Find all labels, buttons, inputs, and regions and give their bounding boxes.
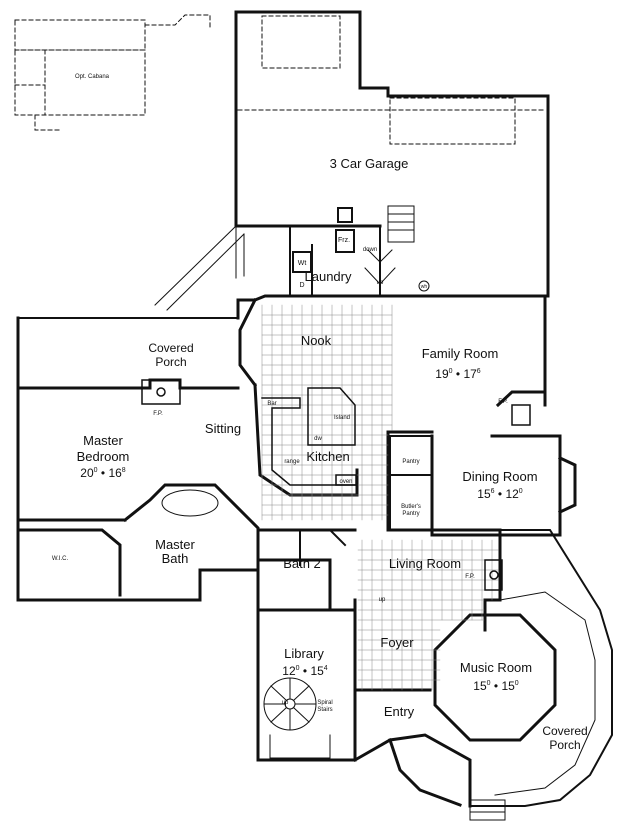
music-room-dims: 150 • 150	[473, 679, 519, 693]
family-room-label: Family Room	[422, 346, 499, 361]
oven-label: oven	[339, 479, 352, 485]
butlers-pantry-label-1: Butler's	[401, 504, 421, 510]
nook-label: Nook	[301, 333, 332, 348]
covered-porch-left-label-2: Porch	[155, 355, 186, 369]
covered-porch-right-label-1: Covered	[542, 724, 587, 738]
spiral-stairs-drawing	[263, 677, 331, 759]
bar-label: Bar	[267, 401, 276, 407]
garage-walls	[234, 10, 550, 298]
pantry-label: Pantry	[402, 459, 419, 465]
dryer-label: D	[299, 282, 304, 289]
water-heater	[418, 280, 430, 292]
wic-label: W.I.C.	[52, 556, 69, 562]
sitting-label: Sitting	[205, 421, 241, 436]
master-tub	[161, 489, 219, 517]
freezer-label: Frz.	[338, 237, 350, 244]
kitchen-label: Kitchen	[306, 449, 349, 464]
opt-cabana-outline	[14, 14, 211, 131]
island-label: Island	[334, 415, 350, 421]
garage-label: 3 Car Garage	[330, 156, 409, 171]
porch-stair	[154, 225, 245, 311]
foyer-label: Foyer	[380, 635, 414, 650]
covered-porch-left-label-1: Covered	[148, 341, 193, 355]
spiral-up-label: up	[282, 700, 289, 706]
master-bedroom-dims: 200 • 168	[80, 466, 126, 480]
family-room-dims: 190 • 176	[435, 367, 481, 381]
opt-cabana-label: Opt. Cabana	[75, 74, 110, 80]
dining-room-dims: 156 • 120	[477, 487, 523, 501]
fireplaces	[141, 379, 531, 591]
entry-steps	[469, 799, 506, 821]
dining-room-label: Dining Room	[462, 469, 537, 484]
laundry-label: Laundry	[305, 269, 352, 284]
butlers-pantry-label-2: Pantry	[402, 511, 419, 517]
master-bath-label-1: Master	[155, 537, 195, 552]
up-label-2: up	[379, 597, 386, 603]
spiral-stairs-label-2: Stairs	[317, 707, 332, 713]
fireplace-label-3: F.P.	[465, 574, 475, 580]
dishwasher-label: dw	[314, 436, 322, 442]
entry-label: Entry	[384, 704, 415, 719]
covered-porch-right-label-2: Porch	[549, 738, 580, 752]
library-dims: 120 • 154	[282, 664, 328, 678]
fireplace-label-2: F.P.	[498, 399, 508, 405]
master-bedroom-label-1: Master	[83, 433, 123, 448]
pantry-walls	[299, 435, 433, 566]
music-room-label: Music Room	[460, 660, 532, 675]
floor-tile-grid	[261, 304, 499, 691]
range-label: range	[284, 459, 300, 465]
living-room-label: Living Room	[389, 556, 461, 571]
water-heater-label: wh	[421, 284, 428, 290]
bath2-label: Bath 2	[283, 556, 321, 571]
spiral-stairs-label-1: Spiral	[317, 700, 332, 706]
garage-doors	[237, 15, 547, 145]
main-walls	[16, 294, 613, 808]
master-bedroom-label-2: Bedroom	[77, 449, 130, 464]
fireplace-label-1: F.P.	[153, 411, 163, 417]
master-bath-label-2: Bath	[162, 551, 189, 566]
up-label-1: up	[377, 280, 384, 286]
washer-label: Wt	[298, 260, 307, 267]
down-label: down	[363, 247, 377, 253]
garage-stairs	[364, 205, 415, 285]
kitchen-counters	[261, 387, 358, 486]
library-label: Library	[284, 646, 324, 661]
